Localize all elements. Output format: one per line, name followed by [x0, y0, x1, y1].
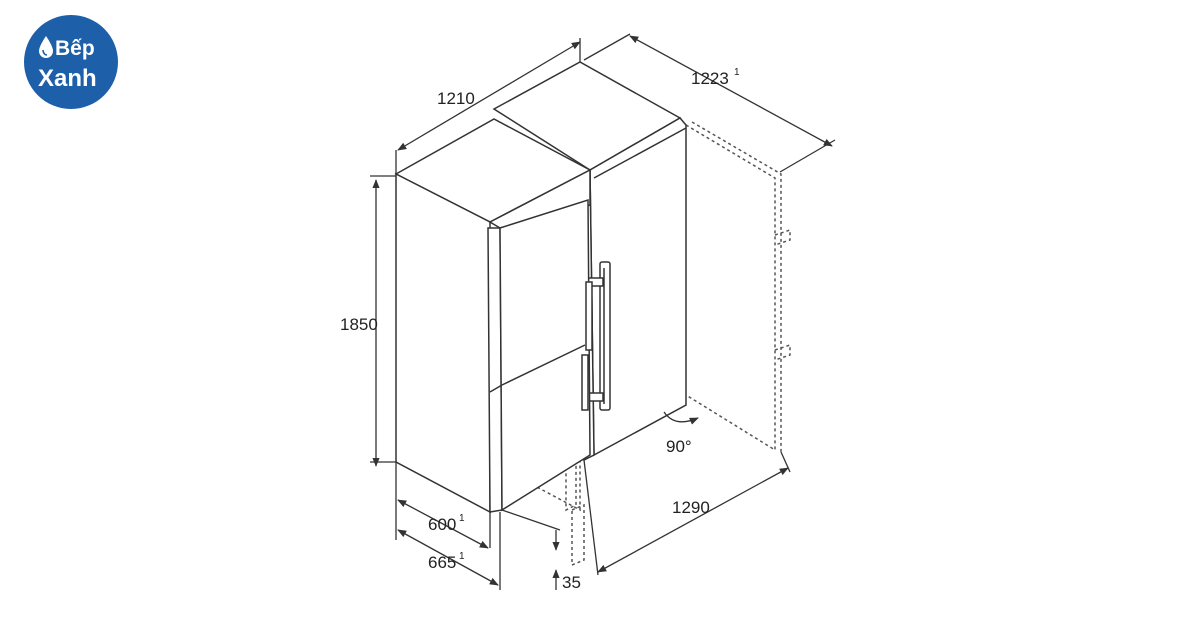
- label-door-angle: 90°: [666, 437, 692, 456]
- label-door-clearance: 35: [562, 573, 581, 592]
- label-depth-note: 1: [459, 513, 465, 524]
- water-drop-icon: [39, 36, 53, 58]
- dimension-labels: 1210 1223 1 1850 600 1 665 1 35 1290 90°: [340, 67, 740, 592]
- dimension-lines: [370, 33, 836, 590]
- logo-text-line2: Xanh: [38, 65, 97, 92]
- label-open-width: 1290: [672, 498, 710, 517]
- label-depth: 600: [428, 515, 456, 534]
- label-depth-with-handle: 665: [428, 553, 456, 572]
- label-depth-open-door-note: 1: [734, 67, 740, 78]
- logo-text-line1: Bếp: [55, 37, 95, 60]
- bep-xanh-logo: Bếp Xanh: [24, 15, 118, 109]
- label-depth-open-door: 1223: [691, 69, 729, 88]
- label-height: 1850: [340, 315, 378, 334]
- left-unit-handles: [581, 281, 593, 411]
- left-unit: [394, 118, 592, 514]
- label-total-width: 1210: [437, 89, 475, 108]
- label-depth-with-handle-note: 1: [459, 551, 465, 562]
